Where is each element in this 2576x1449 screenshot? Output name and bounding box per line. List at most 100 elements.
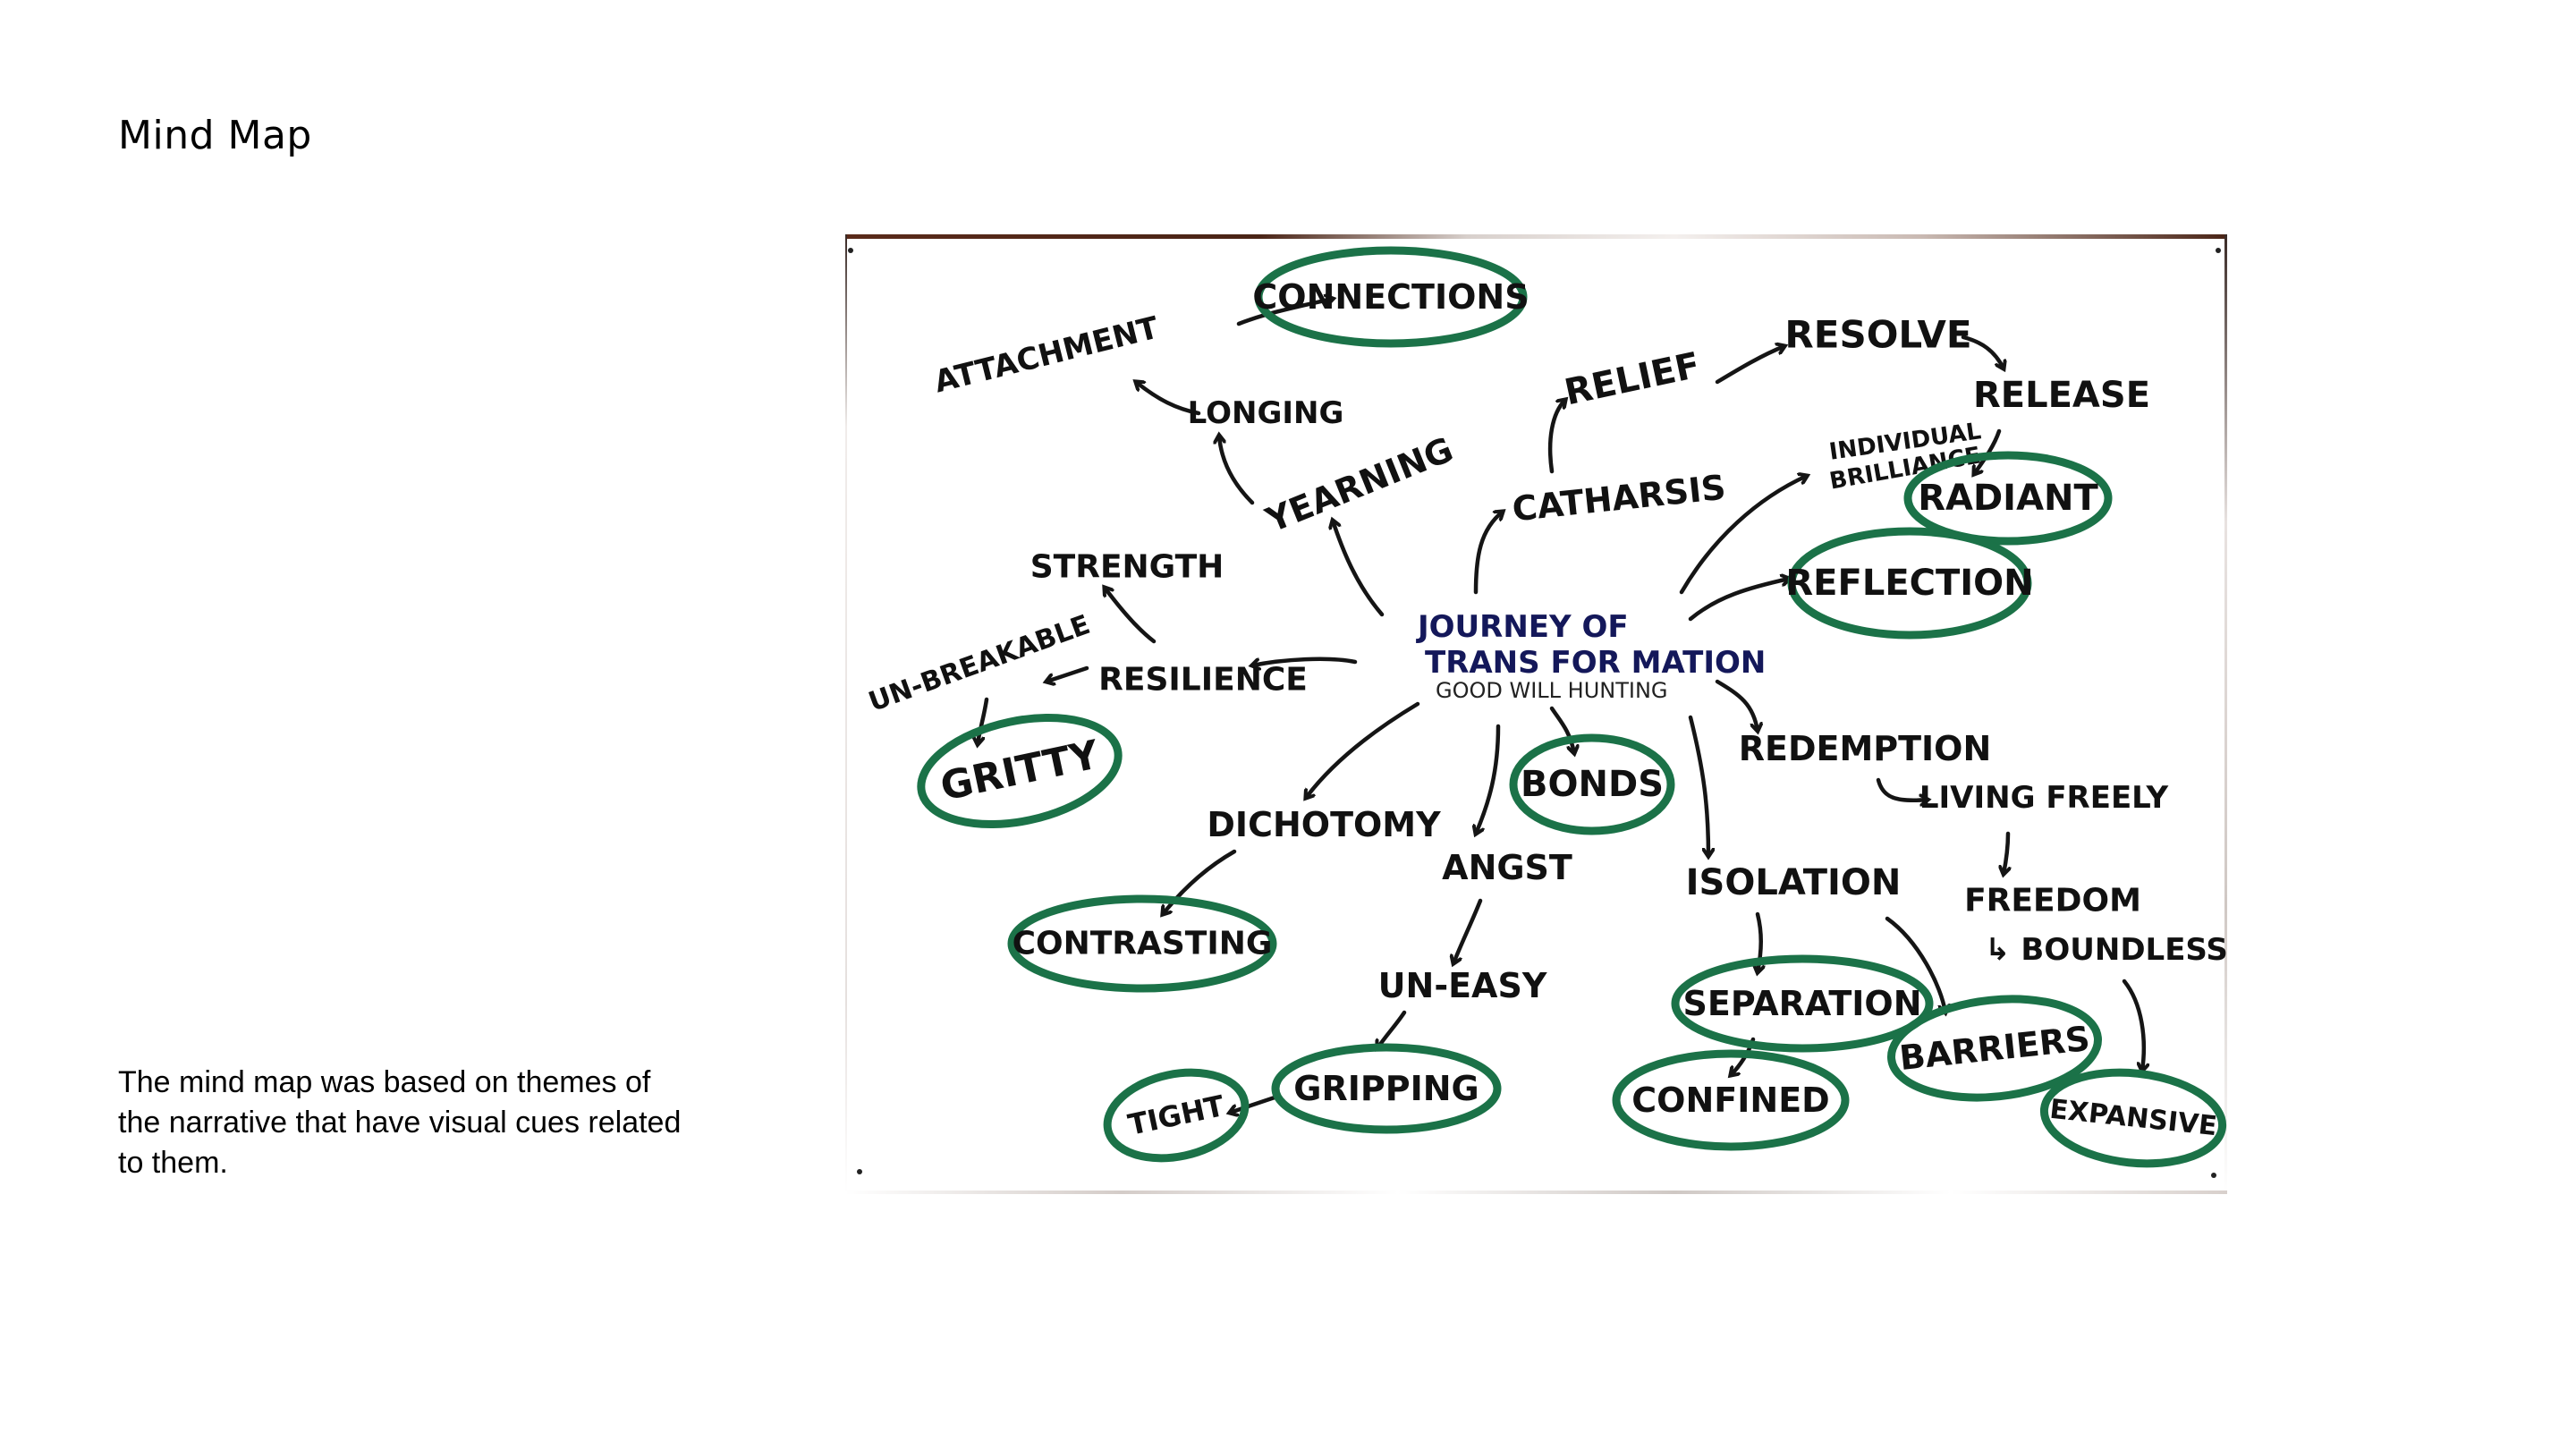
pin-dot — [857, 1169, 862, 1174]
edge-arrow-resilience-to-unbreakable — [1046, 665, 1089, 682]
photo-top-edge — [845, 234, 2227, 239]
node-label: CONTRASTING — [1013, 926, 1273, 962]
node-contrasting: CONTRASTING — [1007, 894, 1277, 993]
edge-arrow-center-to-catharsis — [1473, 512, 1503, 595]
highlight-oval — [1886, 995, 2103, 1102]
node-label: RESOLVE — [1784, 313, 1971, 357]
edge-arrow-longing-to-attachment — [1136, 382, 1201, 416]
node-dichotomy: DICHOTOMY — [1207, 805, 1441, 844]
node-label: RESILIENCE — [1098, 662, 1308, 699]
node-yearning: YEARNING — [1259, 429, 1458, 540]
highlight-oval — [1787, 527, 2032, 640]
node-isolation: ISOLATION — [1686, 862, 1902, 903]
node-label: BARRIERS — [1897, 1019, 2091, 1078]
node-boundless: ↳ BOUNDLESS — [1985, 932, 2227, 968]
node-attachment: ATTACHMENT — [931, 309, 1163, 400]
edge-arrow-redemption-to-living_freely — [1876, 777, 1928, 801]
edge-arrow-relief-to-resolve — [1715, 346, 1784, 385]
node-separation: SEPARATION — [1671, 954, 1934, 1053]
node-label: LONGING — [1188, 395, 1344, 431]
node-label: REFLECTION — [1785, 563, 2033, 604]
node-catharsis: CATHARSIS — [1511, 468, 1728, 530]
node-gritty: GRITTY — [917, 713, 1123, 829]
node-label: UN-BREAKABLE — [865, 609, 1095, 718]
node-redemption: REDEMPTION — [1739, 729, 1992, 768]
node-label: STRENGTH — [1030, 549, 1224, 586]
edge-arrow-center-to-dichotomy — [1306, 701, 1420, 798]
node-bonds: BONDS — [1509, 733, 1675, 835]
pin-dot — [2216, 248, 2221, 253]
edge-arrow-gripping-to-tight — [1230, 1095, 1277, 1113]
node-connections: CONNECTIONS — [1252, 246, 1530, 348]
node-label: ATTACHMENT — [931, 309, 1163, 400]
node-label: GRIPPING — [1293, 1069, 1479, 1108]
node-resilience: RESILIENCE — [1098, 662, 1308, 699]
node-label: RADIANT — [1918, 478, 2098, 519]
node-label: DICHOTOMY — [1207, 805, 1441, 844]
edge-arrow-unbreakable-to-gritty — [978, 697, 989, 744]
node-freedom: FREEDOM — [1964, 883, 2141, 919]
edge-arrow-center-to-angst — [1476, 724, 1501, 834]
node-gripping: GRIPPING — [1271, 1043, 1502, 1134]
edge-arrow-isolation-to-barriers — [1885, 916, 1945, 1013]
node-label: CONFINED — [1631, 1080, 1829, 1120]
edge-arrow-release-to-radiant — [1974, 428, 2002, 474]
node-longing: LONGING — [1188, 395, 1344, 431]
node-label: REDEMPTION — [1739, 729, 1992, 768]
edge-arrow-isolation-to-separation — [1758, 911, 1761, 972]
edge-arrow-boundless-to-expansive — [2122, 979, 2144, 1071]
edge-arrow-center-to-yearning — [1333, 521, 1385, 617]
nodes-layer: ATTACHMENTCONNECTIONSLONGINGYEARNINGRELI… — [865, 246, 2227, 1168]
highlight-oval — [1103, 1068, 1250, 1163]
node-strength: STRENGTH — [1030, 549, 1224, 586]
node-label: YEARNING — [1259, 429, 1458, 540]
pin-dot — [2211, 1173, 2216, 1178]
edge-arrow-center-to-bonds — [1549, 706, 1574, 753]
node-label: CONNECTIONS — [1252, 277, 1529, 317]
edge-arrow-catharsis-to-relief — [1547, 400, 1565, 474]
center-title-line1: JOURNEY OF — [1416, 609, 1629, 645]
node-release: RELEASE — [1973, 375, 2150, 416]
node-label: BONDS — [1521, 764, 1664, 805]
edge-arrow-attachment-to-connections — [1236, 299, 1333, 326]
node-confined: CONFINED — [1612, 1049, 1850, 1151]
center-node: JOURNEY OF TRANS FOR MATION GOOD WILL HU… — [1416, 609, 1766, 703]
edge-arrow-uneasy-to-gripping — [1377, 1010, 1407, 1048]
edge-arrow-living_freely-to-freedom — [2004, 831, 2008, 874]
node-tight: TIGHT — [1103, 1068, 1250, 1163]
edge-arrow-center-to-isolation — [1688, 715, 1708, 856]
node-label: FREEDOM — [1964, 883, 2141, 919]
edge-arrow-strength-to-resilience — [1105, 588, 1157, 644]
node-radiant: RADIANT — [1903, 451, 2113, 546]
center-title-line2: TRANS FOR MATION — [1425, 645, 1766, 681]
node-unbreakable: UN-BREAKABLE — [865, 609, 1095, 718]
node-label: ANGST — [1442, 848, 1572, 887]
photo-left-edge — [845, 234, 847, 1194]
photo-bottom-edge — [845, 1191, 2227, 1194]
pin-dot — [848, 248, 853, 253]
highlight-oval — [1271, 1043, 1502, 1134]
node-expansive: EXPANSIVE — [2039, 1068, 2227, 1168]
mind-map-diagram: ATTACHMENTCONNECTIONSLONGINGYEARNINGRELI… — [848, 246, 2227, 1178]
highlight-oval — [1007, 894, 1277, 993]
node-label: RELEASE — [1973, 375, 2150, 416]
node-angst: ANGST — [1442, 848, 1572, 887]
node-label: ↳ BOUNDLESS — [1985, 932, 2227, 968]
highlight-oval — [1671, 954, 1934, 1053]
edge-arrow-angst-to-uneasy — [1453, 898, 1483, 963]
highlight-oval — [1903, 451, 2113, 546]
edge-arrow-resolve-to-release — [1961, 335, 2004, 369]
center-subtitle: GOOD WILL HUNTING — [1436, 678, 1668, 703]
edge-arrow-center-to-reflection — [1688, 579, 1789, 622]
edge-arrow-center-to-brilliance — [1679, 476, 1807, 595]
edge-arrow-yearning-to-longing — [1219, 436, 1255, 505]
edge-arrow-center-to-resilience — [1252, 657, 1358, 665]
node-label: TIGHT — [1125, 1089, 1227, 1142]
node-label: SEPARATION — [1683, 984, 1922, 1023]
highlight-oval — [2039, 1068, 2227, 1168]
caption-text: The mind map was based on themes of the … — [118, 1065, 682, 1180]
edges-layer — [978, 299, 2144, 1113]
node-reflection: REFLECTION — [1785, 527, 2034, 640]
node-uneasy: UN-EASY — [1378, 966, 1547, 1005]
